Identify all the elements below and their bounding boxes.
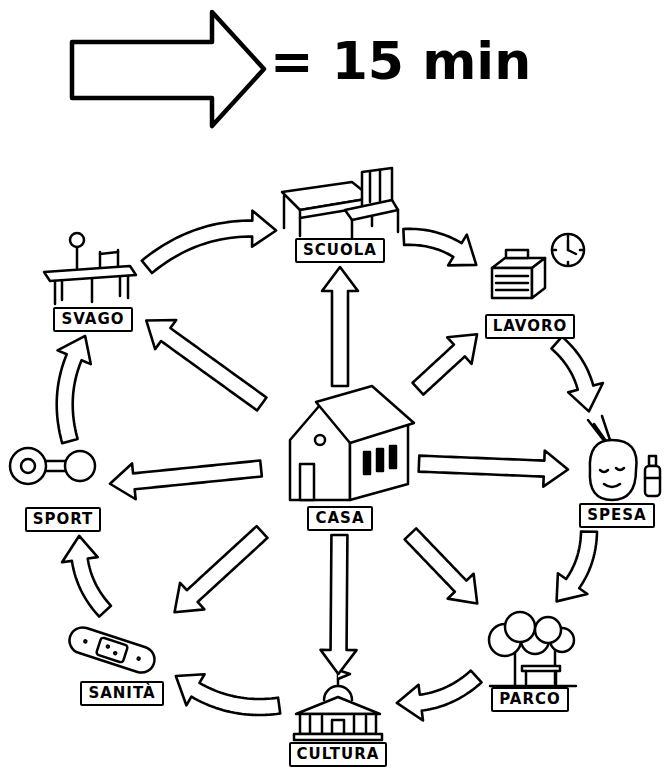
- place-label: PARCO: [491, 687, 569, 712]
- museum-icon: [294, 670, 382, 740]
- park-icon: [489, 612, 576, 686]
- desk-icon: [282, 168, 398, 238]
- place-node: PARCO: [480, 605, 580, 712]
- house-icon: [290, 386, 414, 500]
- place-label: SPESA: [579, 503, 654, 528]
- legend-arrow: [72, 12, 264, 126]
- place-label: SCUOLA: [295, 238, 385, 263]
- shopping-icon: [588, 416, 660, 500]
- place-node: SPESA: [572, 415, 662, 528]
- route-arrow: [176, 674, 280, 715]
- place-label: LAVORO: [485, 314, 576, 339]
- route-arrow: [403, 229, 476, 266]
- place-label: SVAGO: [53, 307, 132, 332]
- route-arrow: [175, 526, 268, 612]
- route-arrow: [413, 334, 478, 394]
- office-icon: [492, 234, 584, 298]
- cafe-icon: [44, 233, 136, 304]
- route-arrow: [557, 531, 597, 601]
- route-arrow: [551, 337, 602, 412]
- route-arrow: [62, 536, 111, 617]
- place-label: SPORT: [25, 507, 102, 532]
- place-node: SCUOLA: [280, 162, 400, 263]
- route-arrow: [110, 461, 262, 500]
- bandage-icon: [66, 624, 158, 676]
- place-label: SANITÀ: [80, 681, 163, 706]
- place-label: CASA: [307, 506, 372, 531]
- route-arrow: [322, 267, 358, 386]
- route-arrow: [419, 451, 568, 487]
- place-label: CULTURA: [289, 742, 388, 767]
- legend-text: = 15 min: [270, 26, 531, 96]
- legend-entry: = 15 min: [270, 26, 531, 96]
- route-arrow: [405, 528, 478, 603]
- route-arrow: [321, 535, 357, 674]
- place-node: SANITÀ: [72, 615, 172, 706]
- place-node: CASA: [265, 390, 415, 531]
- place-node: SPORT: [20, 445, 106, 532]
- route-arrow: [57, 336, 91, 443]
- route-arrow: [397, 671, 482, 721]
- route-arrow: [146, 320, 266, 410]
- place-node: SVAGO: [43, 232, 143, 332]
- dumbbell-icon: [10, 448, 95, 484]
- place-node: CULTURA: [283, 678, 393, 767]
- route-arrow: [142, 211, 276, 273]
- place-node: LAVORO: [480, 232, 580, 339]
